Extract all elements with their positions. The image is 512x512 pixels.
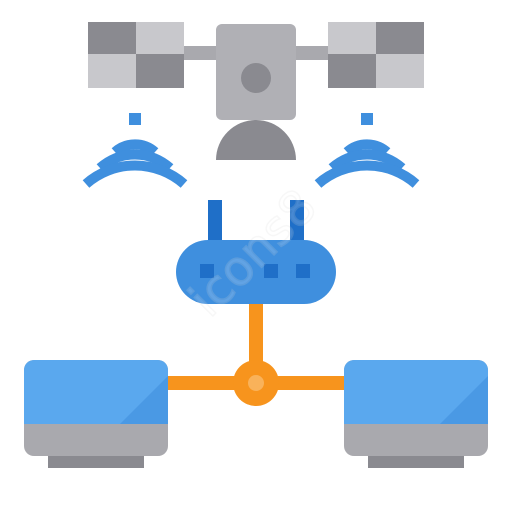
- monitor-right-base: [368, 456, 464, 468]
- solar-panel-right: [328, 22, 424, 88]
- signal-arc-left-3: [82, 160, 188, 188]
- signal-arc-right-2: [328, 149, 406, 172]
- cable-vertical: [249, 300, 263, 362]
- signal-arc-left-2: [96, 149, 174, 172]
- router-light-2: [264, 264, 278, 278]
- router-body: [176, 240, 336, 304]
- network-hub-icon: [233, 360, 279, 406]
- signal-dot-right: [361, 113, 373, 125]
- signal-arc-right-1: [343, 139, 391, 156]
- monitor-right-screen: [344, 360, 488, 424]
- satellite-icon: [88, 22, 424, 160]
- monitor-left-screen: [24, 360, 168, 424]
- monitor-icon: [344, 360, 488, 468]
- router-light-3: [296, 264, 310, 278]
- wireless-signal-icon: [82, 113, 188, 188]
- satellite-dish: [216, 120, 296, 160]
- signal-arc-right-3: [314, 160, 420, 188]
- wireless-signal-icon: [314, 113, 420, 188]
- router-antenna-right: [290, 200, 304, 248]
- monitor-icon: [24, 360, 168, 468]
- solar-panel-left: [88, 22, 184, 88]
- satellite-lens: [241, 63, 271, 93]
- router-icon: [176, 200, 336, 304]
- router-light-1: [200, 264, 214, 278]
- signal-dot-left: [129, 113, 141, 125]
- signal-arc-left-1: [111, 139, 159, 156]
- monitor-left-base: [48, 456, 144, 468]
- router-antenna-left: [208, 200, 222, 248]
